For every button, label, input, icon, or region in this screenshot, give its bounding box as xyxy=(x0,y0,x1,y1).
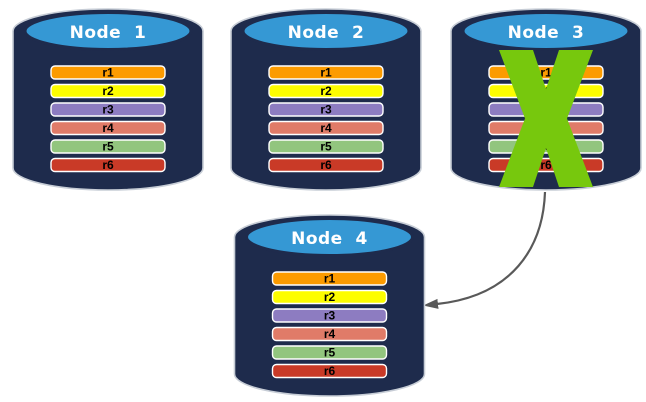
failure-x-icon xyxy=(499,50,593,187)
node-3: Node 3 r1 r2 r3 r4 r5 r6 xyxy=(450,8,642,191)
database-cylinder-top xyxy=(23,11,193,51)
replica-label: r3 xyxy=(102,103,114,117)
replica-label: r4 xyxy=(102,121,114,135)
replica-label: r1 xyxy=(324,272,336,286)
replica-label: r1 xyxy=(540,66,552,80)
replica-label: r6 xyxy=(102,158,114,172)
node-label: Node 2 xyxy=(288,23,365,43)
replica-bar xyxy=(271,345,388,360)
replica-bar xyxy=(50,65,166,80)
replica-label: r2 xyxy=(320,84,332,98)
replica-bar xyxy=(271,308,388,323)
node-4: Node 4 r1 r2 r3 r4 r5 r6 xyxy=(233,214,426,397)
database-cylinder-top xyxy=(461,11,631,51)
replica-label: r2 xyxy=(102,84,114,98)
replica-label: r3 xyxy=(320,103,332,117)
replica-label: r5 xyxy=(102,140,114,154)
replica-bar xyxy=(50,120,166,136)
replica-label: r5 xyxy=(320,140,332,154)
replica-label: r6 xyxy=(320,158,332,172)
node-label: Node 1 xyxy=(70,23,147,43)
replica-bar xyxy=(50,102,166,117)
node-label: Node 4 xyxy=(291,229,368,249)
replica-label: r1 xyxy=(102,66,114,80)
replica-bar xyxy=(271,363,388,379)
database-cylinder-top xyxy=(241,11,411,51)
replica-bar xyxy=(268,157,384,173)
replica-bar xyxy=(268,102,384,117)
replica-label: r5 xyxy=(324,346,336,360)
database-cylinder-top xyxy=(245,217,414,257)
replica-label: r2 xyxy=(324,290,336,304)
replica-bar xyxy=(271,289,388,305)
replica-bar xyxy=(50,139,166,154)
node-1: Node 1 r1 r2 r3 r4 r5 r6 xyxy=(12,8,204,191)
replica-bar xyxy=(50,157,166,173)
replica-bar xyxy=(268,120,384,136)
replica-label: r3 xyxy=(324,309,336,323)
replica-label: r4 xyxy=(320,121,332,135)
replica-label: r1 xyxy=(320,66,332,80)
replica-label: r6 xyxy=(324,364,336,378)
replica-bar xyxy=(268,83,384,99)
replica-bar xyxy=(271,326,388,342)
failover-arrow xyxy=(423,191,547,309)
node-label: Node 3 xyxy=(508,23,585,43)
replica-bar xyxy=(268,65,384,80)
replica-bar xyxy=(271,271,388,286)
node-2: Node 2 r1 r2 r3 r4 r5 r6 xyxy=(230,8,422,191)
replica-bar xyxy=(268,139,384,154)
replica-bar xyxy=(50,83,166,99)
replica-label: r4 xyxy=(324,327,336,341)
replica-label: r6 xyxy=(540,158,552,172)
